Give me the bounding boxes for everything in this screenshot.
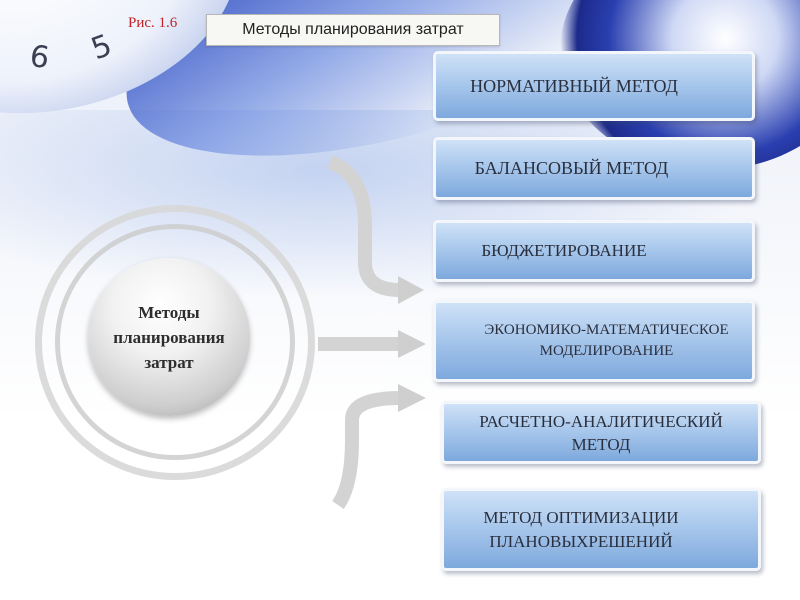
figure-label: Рис. 1.6	[128, 15, 178, 31]
connector-lower	[332, 391, 401, 510]
outer-ring	[35, 205, 315, 480]
method-box-budgeting: БЮДЖЕТИРОВАНИЕ	[433, 220, 755, 282]
method-box-econ-math-modeling: ЭКОНОМИКО-МАТЕМАТИЧЕСКОЕ МОДЕЛИРОВАНИЕ	[433, 300, 755, 382]
arrow-head-middle	[398, 330, 426, 358]
method-box-balance: БАЛАНСОВЫЙ МЕТОД	[433, 137, 755, 200]
center-label: Методы планирования затрат	[113, 302, 225, 372]
method-label: БЮДЖЕТИРОВАНИЕ	[481, 241, 647, 260]
method-label: БАЛАНСОВЫЙ МЕТОД	[474, 158, 669, 178]
inner-ring	[55, 224, 295, 460]
method-box-calc-analytical: РАСЧЕТНО-АНАЛИТИЧЕСКИЙ МЕТОД	[441, 401, 761, 464]
method-label: ЭКОНОМИКО-МАТЕМАТИЧЕСКОЕ МОДЕЛИРОВАНИЕ	[484, 322, 729, 359]
connector-upper	[327, 155, 401, 297]
arrow-head-lower	[398, 384, 426, 412]
method-box-optimization: МЕТОД ОПТИМИЗАЦИИ ПЛАНОВЫХРЕШЕНИЙ	[441, 488, 761, 571]
center-node: Методы планирования затрат	[88, 258, 250, 416]
page-title: Методы планирования затрат	[206, 14, 500, 46]
method-label: МЕТОД ОПТИМИЗАЦИИ ПЛАНОВЫХРЕШЕНИЙ	[483, 507, 679, 551]
method-label: НОРМАТИВНЫЙ МЕТОД	[470, 75, 678, 96]
method-box-normative: НОРМАТИВНЫЙ МЕТОД	[433, 51, 755, 121]
method-label: РАСЧЕТНО-АНАЛИТИЧЕСКИЙ МЕТОД	[479, 411, 723, 454]
arrow-head-upper	[398, 276, 424, 304]
